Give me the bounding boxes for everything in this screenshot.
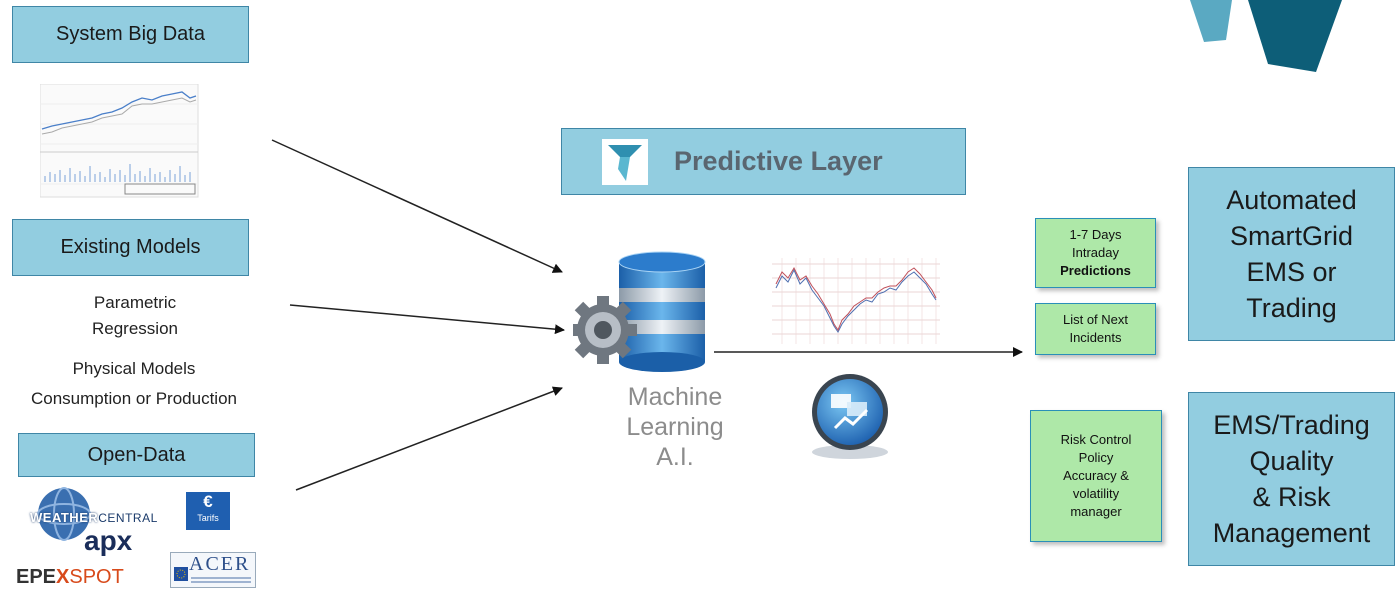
automated-line-3: EMS or xyxy=(1246,257,1337,287)
euro-icon: € xyxy=(203,492,213,511)
big-data-chart-thumbnail xyxy=(40,84,199,198)
models-line-1: Parametric xyxy=(93,293,177,312)
analytics-chart-icon xyxy=(812,374,888,459)
automated-line-4: Trading xyxy=(1246,293,1337,323)
automated-line-2: SmartGrid xyxy=(1229,221,1354,251)
ml-line-1: Machine xyxy=(627,383,723,411)
incidents-note-line-2: Incidents xyxy=(1069,330,1122,345)
quality-line-4: Management xyxy=(1212,518,1371,548)
arrow-open-data-to-ml xyxy=(295,386,563,491)
apx-logo: apx xyxy=(84,525,133,556)
risk-note-line-1: Risk Control xyxy=(1060,432,1132,447)
brand-shapes xyxy=(1190,0,1342,72)
tarifs-logo: € Tarifs xyxy=(186,492,230,530)
epexspot-logo: EPEXSPOT xyxy=(16,566,124,588)
automated-line-1: Automated xyxy=(1226,185,1357,215)
risk-note-line-5: manager xyxy=(1070,504,1122,519)
predictions-note: 1-7 Days Intraday Predictions xyxy=(1035,218,1156,288)
quality-line-1: EMS/Trading xyxy=(1213,410,1370,440)
risk-control-note: Risk Control Policy Accuracy & volatilit… xyxy=(1030,410,1162,542)
quality-risk-box: EMS/Trading Quality & Risk Management xyxy=(1188,392,1395,566)
automated-smartgrid-box: Automated SmartGrid EMS or Trading xyxy=(1188,167,1395,341)
existing-models-label: Existing Models xyxy=(60,236,201,258)
predictive-layer-icon xyxy=(602,138,648,185)
predictions-note-line-3: Predictions xyxy=(1060,263,1131,278)
system-big-data-box: System Big Data xyxy=(12,6,249,63)
models-parametric-regression: Parametric Regression xyxy=(60,290,210,342)
predictive-layer-box: Predictive Layer xyxy=(561,128,966,195)
ml-line-2: Learning xyxy=(626,413,724,441)
open-data-box: Open-Data xyxy=(18,433,255,477)
incidents-note-line-1: List of Next xyxy=(1062,312,1129,327)
weathercentral-logo: WEATHERCENTRAL xyxy=(30,486,190,546)
models-line-2: Regression xyxy=(92,319,178,338)
system-big-data-label: System Big Data xyxy=(56,23,205,45)
models-line-4: Consumption or Production xyxy=(30,389,237,408)
existing-models-box: Existing Models xyxy=(12,219,249,276)
models-physical: Physical Models Consumption or Productio… xyxy=(0,354,268,414)
machine-learning-label: Machine Learning A.I. xyxy=(612,382,738,472)
epex-text-b: X xyxy=(56,566,70,588)
predictions-note-line-2: Intraday xyxy=(1072,245,1119,260)
arrow-models-to-ml xyxy=(289,304,565,335)
incidents-note: List of Next Incidents xyxy=(1035,303,1156,355)
predictions-note-line-1: 1-7 Days xyxy=(1069,227,1122,242)
risk-note-line-2: Policy xyxy=(1078,450,1114,465)
tarifs-text: Tarifs xyxy=(197,513,219,523)
open-data-label: Open-Data xyxy=(87,443,186,466)
predictive-layer-title: Predictive Layer xyxy=(674,146,883,176)
globe-icon xyxy=(37,487,91,541)
weather-text: WEATHER xyxy=(30,510,99,525)
prediction-chart-thumbnail xyxy=(772,258,940,344)
risk-note-line-4: volatility xyxy=(1072,486,1120,501)
eu-flag-icon xyxy=(174,567,188,581)
machine-learning-database-icon xyxy=(573,251,706,372)
arrow-big-data-to-ml xyxy=(271,139,563,273)
ml-line-3: A.I. xyxy=(656,443,694,471)
central-text: CENTRAL xyxy=(98,511,158,525)
acer-text: ACER xyxy=(189,553,251,575)
quality-line-2: Quality xyxy=(1249,446,1334,476)
acer-logo: ACER xyxy=(170,552,256,588)
quality-line-3: & Risk xyxy=(1252,482,1331,512)
epex-text-a: EPE xyxy=(16,566,57,588)
models-line-3: Physical Models xyxy=(72,359,196,378)
risk-note-line-3: Accuracy & xyxy=(1063,468,1129,483)
epex-text-c: SPOT xyxy=(69,566,124,588)
